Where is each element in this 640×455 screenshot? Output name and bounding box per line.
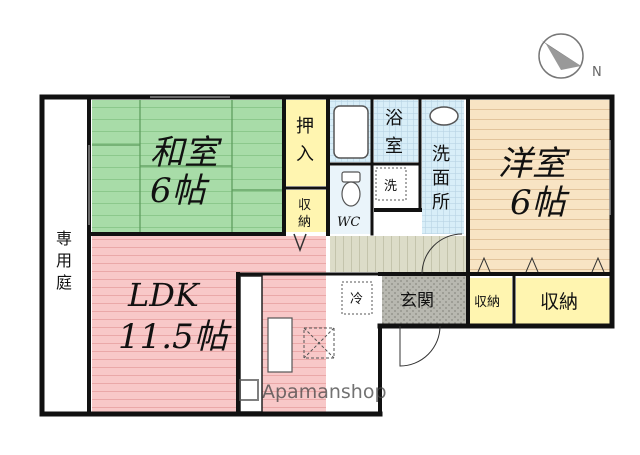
storage-closet-small [470,278,512,324]
watermark-text: Apamanshop [262,381,387,403]
washroom-label-1: 洗 [432,144,450,165]
wc-label: WC [337,215,360,230]
oshiire-label-1: 押 [296,116,314,137]
toilet-tank-icon [341,171,361,183]
washitsu-name: 和室 [150,133,223,173]
toilet-bowl-icon [341,181,361,207]
kitchen-sink-icon [267,317,293,373]
hallway [330,236,466,272]
washroom-label-2: 面 [432,168,450,189]
washroom-label-3: 所 [432,192,450,213]
bathtub-icon [333,105,369,159]
sink-icon [429,106,459,126]
bathroom [374,100,418,162]
stove-icon [303,327,335,359]
yoshitsu-name: 洋室 [498,144,571,184]
closet-small-label: 収納 [474,295,500,310]
doors [293,233,605,367]
ldk-size: 11.5帖 [118,317,233,357]
oshiire-label-2: 入 [296,144,314,165]
washer-label: 洗 [384,179,397,194]
walls [39,94,615,417]
garden-label-1: 専 [56,229,72,248]
washitsu-size: 6帖 [150,171,211,211]
watermark: Apamanshop [239,379,387,403]
north-label: N [592,65,602,80]
garden-label-2: 用 [56,251,72,270]
washer-space [375,167,407,201]
oshiire-closet [286,100,326,186]
yoshitsu-size: 6帖 [510,183,571,223]
garden-label-3: 庭 [56,273,72,292]
storage-closet-1 [286,190,326,232]
genkan-label: 玄関 [400,291,434,311]
storage-closet-large [516,278,610,324]
compass-needle [541,40,581,66]
watermark-logo-icon [239,379,259,401]
room-labels: 和室 6帖 洋室 6帖 LDK 11.5帖 押 入 収 納 浴 室 洗 面 所 … [56,108,578,357]
closet-label-1: 収 [298,198,311,213]
bathroom-label-1: 浴 [385,108,403,129]
genkan-entrance [382,276,466,324]
closet-large-label: 収納 [540,291,578,313]
private-garden [41,97,89,415]
entry-door [399,325,441,367]
fridge-label: 冷 [350,292,363,307]
bathroom-label-2: 室 [385,136,403,157]
ldk-name: LDK [127,276,201,314]
closet-label-2: 納 [298,215,311,230]
hall-door [421,233,463,275]
yoshitsu-room [470,100,610,272]
windows [88,96,611,225]
fridge-space [341,281,373,315]
compass: N [538,33,602,80]
